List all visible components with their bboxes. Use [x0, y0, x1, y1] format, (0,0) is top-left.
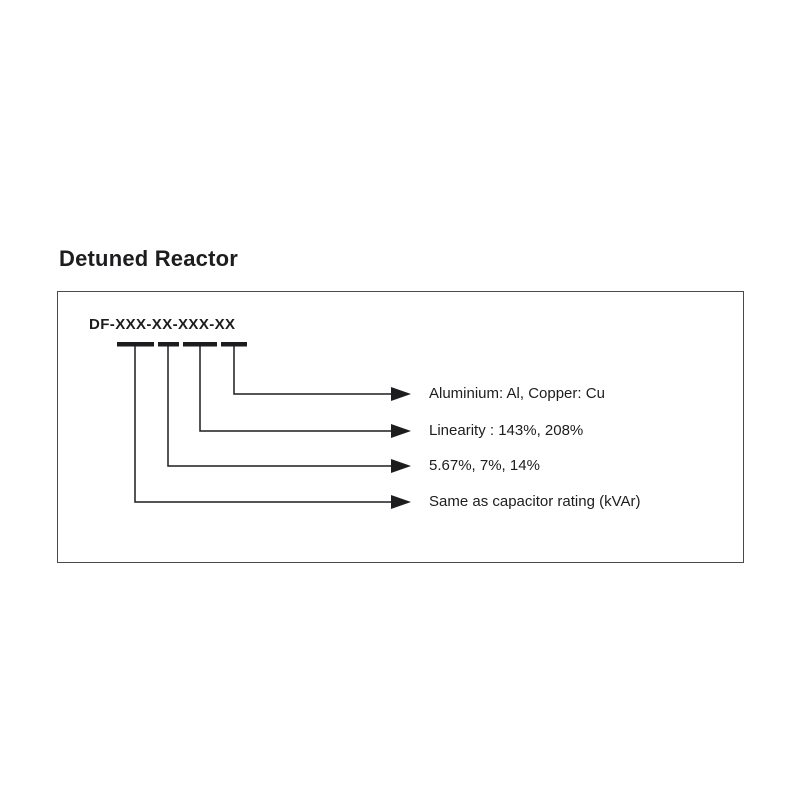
segment-underline-3	[183, 342, 217, 347]
diagram-label-capacitor-rating: Same as capacitor rating (kVAr)	[429, 493, 641, 510]
connector-row-4	[134, 346, 392, 503]
diagram-label-detuning-factor: 5.67%, 7%, 14%	[429, 457, 540, 474]
segment-underline-1	[117, 342, 154, 347]
arrowhead-row-2	[391, 424, 411, 438]
part-number: DF-XXX-XX-XXX-XX	[89, 316, 236, 333]
segment-underline-4	[221, 342, 247, 347]
segment-underline-2	[158, 342, 179, 347]
diagram-box: DF-XXX-XX-XXX-XX Aluminium: Al, Copper: …	[57, 291, 744, 563]
page-title: Detuned Reactor	[59, 246, 239, 271]
connector-row-2	[199, 346, 392, 432]
arrowhead-row-1	[391, 387, 411, 401]
diagram-label-material: Aluminium: Al, Copper: Cu	[429, 385, 605, 402]
arrowhead-row-3	[391, 459, 411, 473]
arrowhead-row-4	[391, 495, 411, 509]
connector-lines	[117, 342, 411, 509]
connector-row-1	[233, 346, 392, 395]
diagram-label-linearity: Linearity : 143%, 208%	[429, 422, 584, 439]
connector-row-3	[167, 346, 392, 467]
